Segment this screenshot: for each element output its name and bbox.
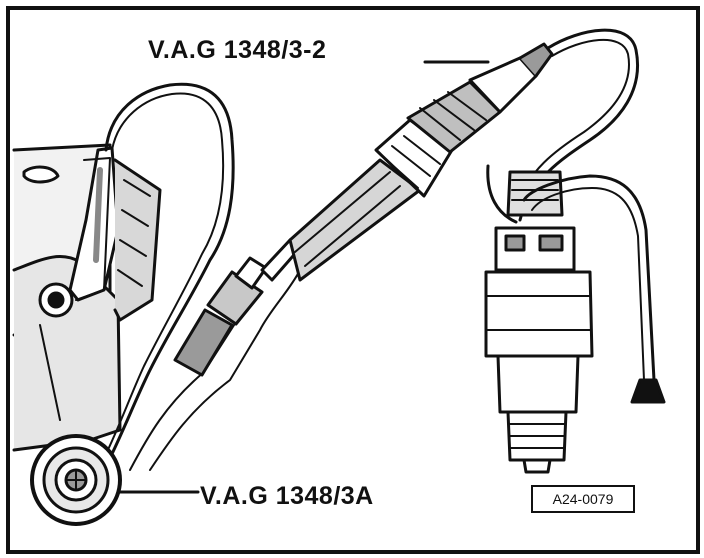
fuel-injector bbox=[484, 170, 594, 474]
tool-label-adapter: V.A.G 1348/3A bbox=[200, 482, 374, 510]
control-unit-connector bbox=[68, 146, 162, 322]
test-probe bbox=[260, 42, 554, 282]
engine-housing bbox=[12, 143, 122, 452]
figure-reference: A24-0079 bbox=[531, 485, 635, 513]
tool-label-probe: V.A.G 1348/3-2 bbox=[148, 36, 327, 64]
test-lead-loop bbox=[102, 82, 235, 472]
inline-connector bbox=[173, 256, 268, 377]
round-connector bbox=[30, 434, 122, 526]
